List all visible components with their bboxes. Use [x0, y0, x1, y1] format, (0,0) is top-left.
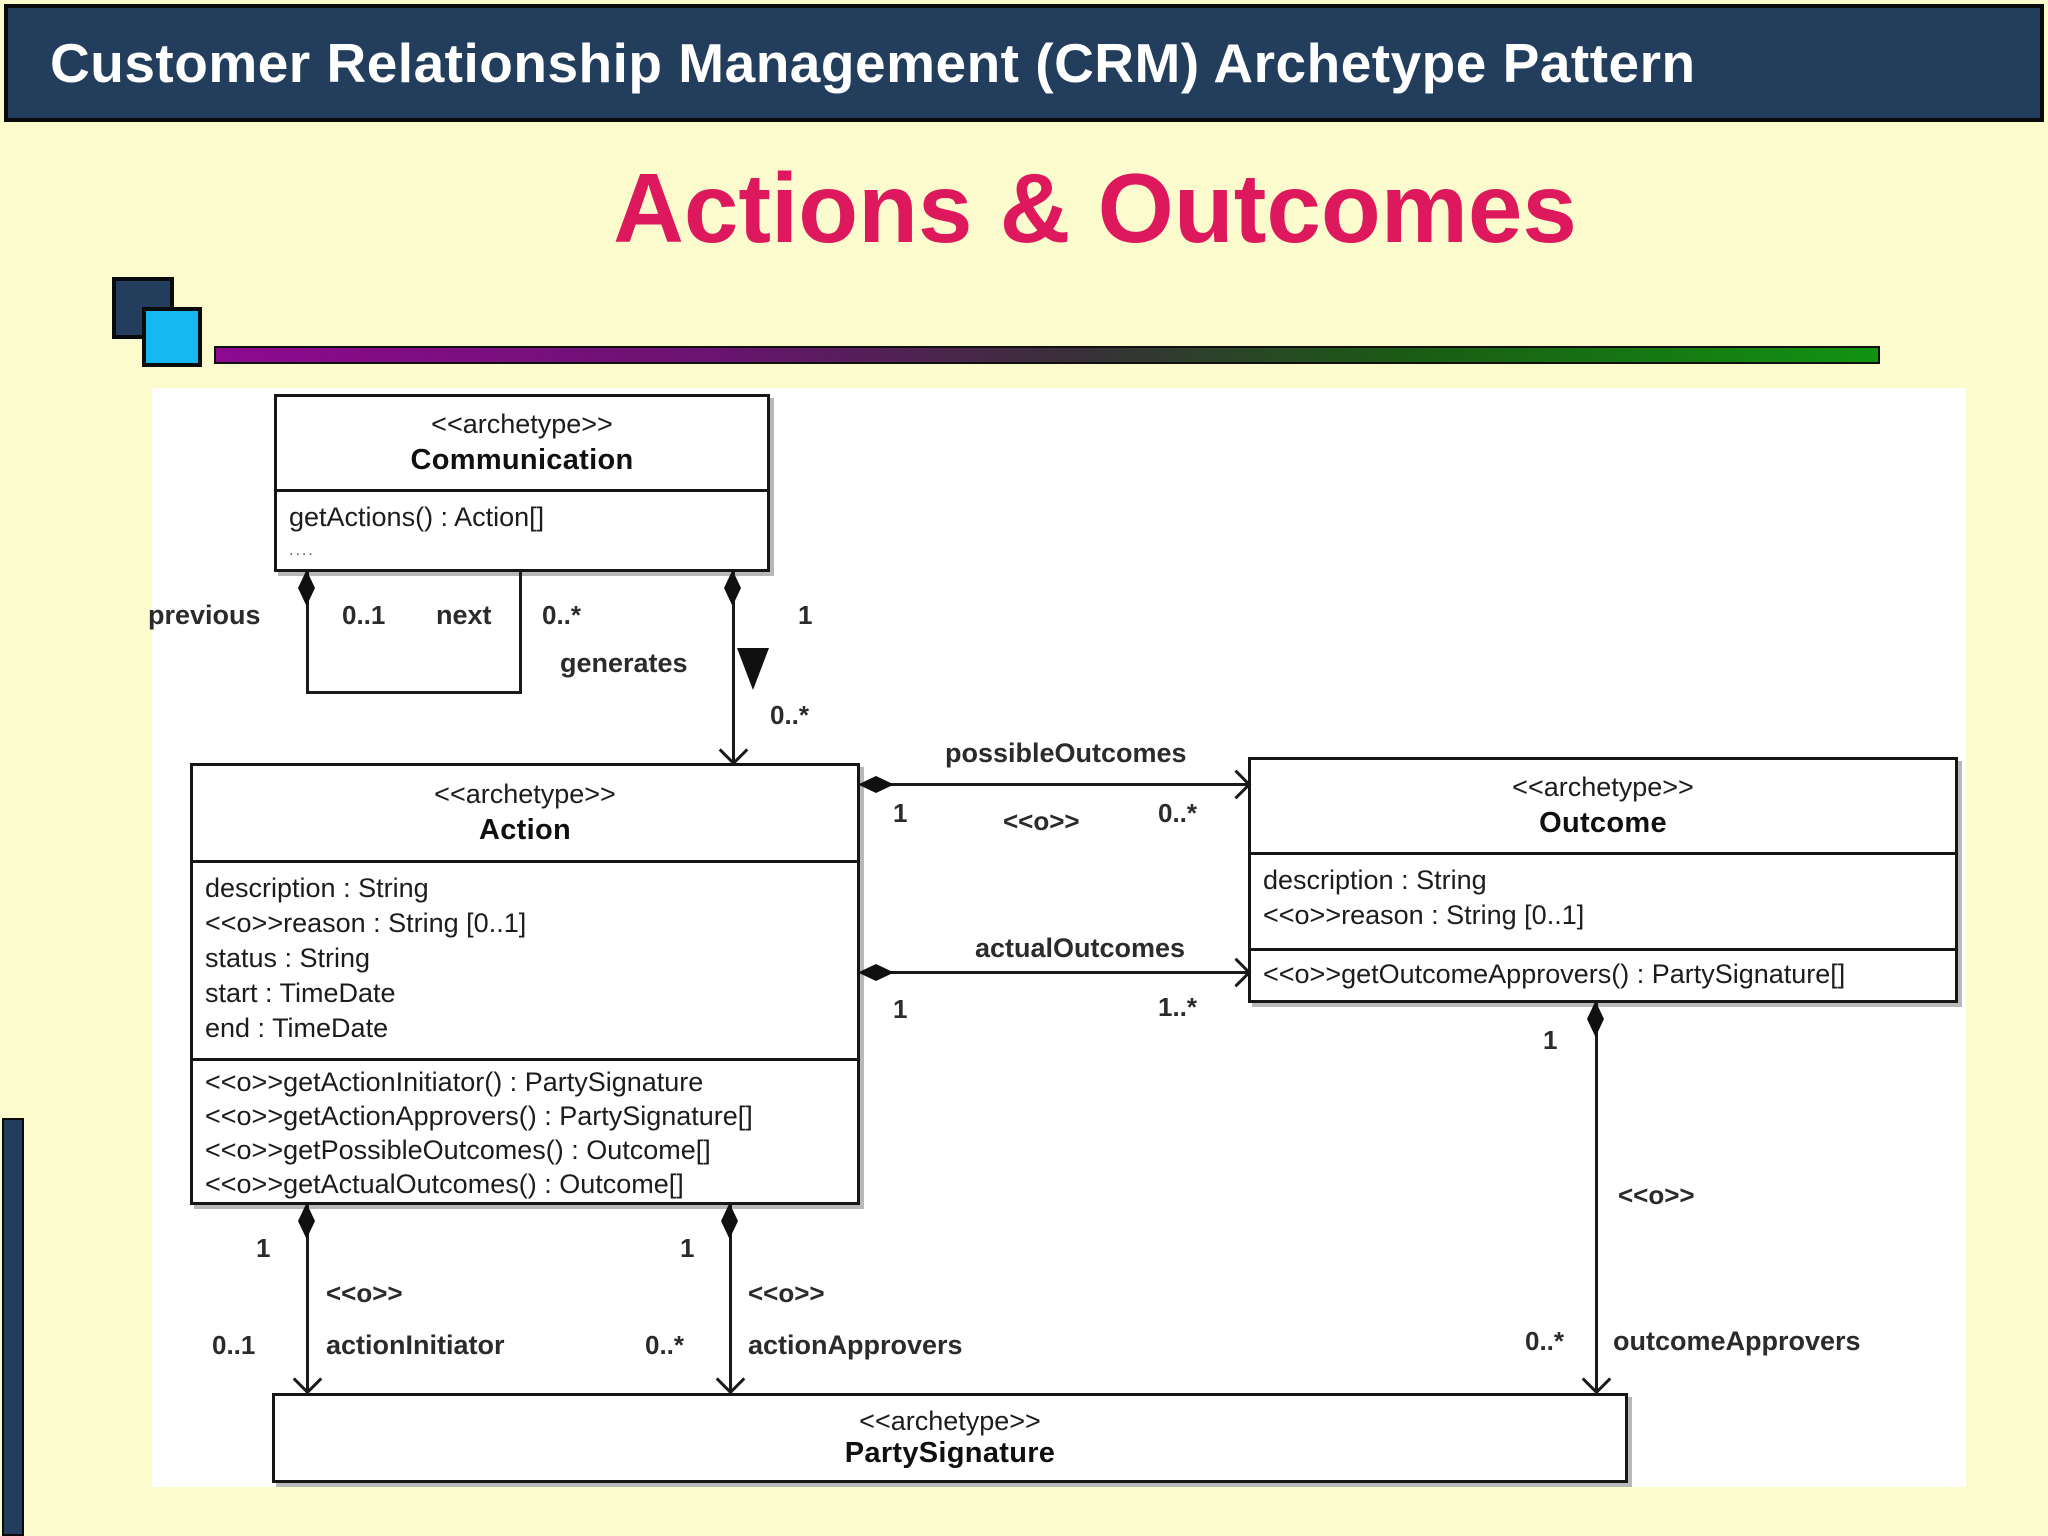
class-name: Outcome	[1539, 807, 1667, 839]
class-box-party-signature: <<archetype>> PartySignature	[272, 1393, 1628, 1483]
association-line	[1595, 1003, 1598, 1393]
aggregation-diamond-icon	[724, 570, 741, 606]
multiplicity-label: 1..*	[1158, 992, 1198, 1022]
divider-gradient-line	[214, 346, 1880, 364]
association-line	[732, 572, 735, 762]
multiplicity-label: 1	[1543, 1025, 1558, 1055]
class-title-compartment: <<archetype>> Communication	[277, 397, 767, 489]
association-line	[306, 691, 522, 694]
decor-square-cyan	[142, 307, 202, 367]
class-box-outcome: <<archetype>> Outcome description : Stri…	[1248, 757, 1958, 1003]
operation-item: <<o>>getActionApprovers() : PartySignatu…	[205, 1101, 753, 1131]
attribute-item: <<o>>reason : String [0..1]	[1263, 900, 1585, 930]
role-label: outcomeApprovers	[1613, 1326, 1861, 1356]
operation-item: <<o>>getOutcomeApprovers() : PartySignat…	[1263, 959, 1846, 989]
operation-item: ....	[289, 542, 315, 559]
header-bar: Customer Relationship Management (CRM) A…	[4, 4, 2044, 122]
stereotype-label: <<archetype>>	[434, 779, 616, 809]
multiplicity-label: 1	[256, 1233, 271, 1263]
stereotype-label: <<archetype>>	[1512, 772, 1694, 802]
association-line	[306, 1205, 309, 1393]
attribute-item: description : String	[1263, 865, 1487, 895]
aggregation-diamond-icon	[298, 1203, 315, 1239]
multiplicity-label: 0..1	[212, 1330, 256, 1360]
stereotype-label: <<o>>	[1618, 1180, 1695, 1210]
multiplicity-label: 0..*	[770, 700, 810, 730]
role-label: previous	[148, 600, 261, 630]
stereotype-label: <<archetype>>	[431, 409, 613, 439]
stereotype-label: <<archetype>>	[859, 1406, 1041, 1436]
operation-item: <<o>>getActionInitiator() : PartySignatu…	[205, 1067, 704, 1097]
association-name-label: generates	[560, 648, 688, 678]
left-accent-bar	[2, 1118, 24, 1536]
role-label: actionInitiator	[326, 1330, 505, 1360]
aggregation-diamond-icon	[858, 964, 894, 981]
multiplicity-label: 0..*	[1525, 1326, 1565, 1356]
association-line	[729, 1205, 732, 1393]
operations-compartment: <<o>>getOutcomeApprovers() : PartySignat…	[1251, 948, 1955, 1000]
aggregation-diamond-icon	[1587, 1001, 1604, 1037]
operations-compartment: getActions() : Action[] ....	[277, 489, 767, 570]
class-name: Action	[478, 814, 571, 846]
aggregation-diamond-icon	[298, 570, 315, 606]
operation-item: <<o>>getPossibleOutcomes() : Outcome[]	[205, 1135, 711, 1165]
attribute-item: start : TimeDate	[205, 978, 396, 1008]
association-line	[862, 783, 1250, 786]
attribute-item: end : TimeDate	[205, 1013, 389, 1043]
attribute-item: status : String	[205, 943, 371, 973]
role-label: actionApprovers	[748, 1330, 963, 1360]
class-name: Communication	[410, 444, 634, 476]
operation-item: <<o>>getActualOutcomes() : Outcome[]	[205, 1169, 684, 1199]
multiplicity-label: 1	[893, 798, 908, 828]
class-title-compartment: <<archetype>> Action	[193, 766, 857, 860]
slide-title: Actions & Outcomes	[613, 153, 1577, 263]
stereotype-label: <<o>>	[326, 1278, 403, 1308]
multiplicity-label: 1	[798, 600, 813, 630]
association-line	[306, 572, 309, 694]
association-line	[862, 971, 1250, 974]
attribute-item: <<o>>reason : String [0..1]	[205, 908, 527, 938]
operation-item: getActions() : Action[]	[289, 502, 545, 532]
multiplicity-label: 0..*	[542, 600, 582, 630]
attribute-item: description : String	[205, 873, 429, 903]
attributes-compartment: description : String <<o>>reason : Strin…	[193, 860, 857, 1058]
multiplicity-label: 1	[893, 994, 908, 1024]
class-title-compartment: <<archetype>> PartySignature	[275, 1396, 1625, 1480]
stereotype-label: <<o>>	[748, 1278, 825, 1308]
multiplicity-label: 1	[680, 1233, 695, 1263]
class-box-communication: <<archetype>> Communication getActions()…	[274, 394, 770, 572]
role-label: next	[436, 600, 492, 630]
multiplicity-label: 0..1	[342, 600, 386, 630]
multiplicity-label: 0..*	[1158, 798, 1198, 828]
class-box-action: <<archetype>> Action description : Strin…	[190, 763, 860, 1205]
operations-compartment: <<o>>getActionInitiator() : PartySignatu…	[193, 1058, 857, 1202]
direction-triangle-icon	[737, 648, 769, 690]
association-line	[519, 572, 522, 694]
class-title-compartment: <<archetype>> Outcome	[1251, 760, 1955, 852]
attributes-compartment: description : String <<o>>reason : Strin…	[1251, 852, 1955, 948]
aggregation-diamond-icon	[858, 776, 894, 793]
aggregation-diamond-icon	[721, 1203, 738, 1239]
header-title: Customer Relationship Management (CRM) A…	[50, 32, 1696, 94]
multiplicity-label: 0..*	[645, 1330, 685, 1360]
stereotype-label: <<o>>	[1003, 806, 1080, 836]
association-name-label: actualOutcomes	[975, 933, 1186, 963]
class-name: PartySignature	[844, 1437, 1056, 1469]
association-name-label: possibleOutcomes	[945, 738, 1187, 768]
